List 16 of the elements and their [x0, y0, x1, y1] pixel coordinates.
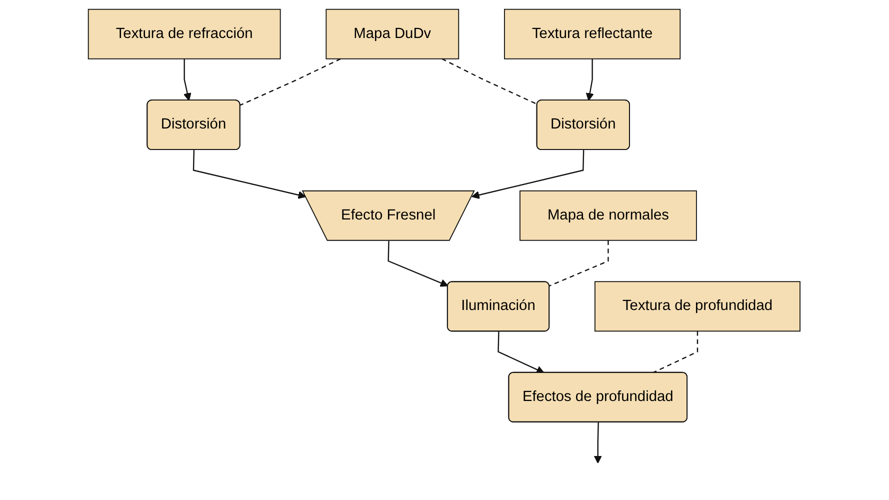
- node-box: Textura reflectante: [504, 8, 681, 60]
- arrow: [594, 422, 602, 464]
- connector: [442, 58, 538, 105]
- connector: [550, 240, 610, 286]
- arrow: [498, 332, 545, 374]
- connector: [240, 58, 342, 106]
- arrow: [193, 150, 306, 199]
- arrow: [586, 58, 594, 101]
- arrow: [472, 150, 584, 199]
- arrow: [184, 58, 192, 101]
- node-box: Textura de refracción: [88, 8, 282, 60]
- node-box: Textura de profundidad: [594, 281, 801, 332]
- node-box: Mapa de normales: [520, 190, 698, 241]
- connector: [652, 331, 698, 374]
- node-box: Mapa DuDv: [326, 8, 460, 60]
- arrow: [388, 240, 449, 287]
